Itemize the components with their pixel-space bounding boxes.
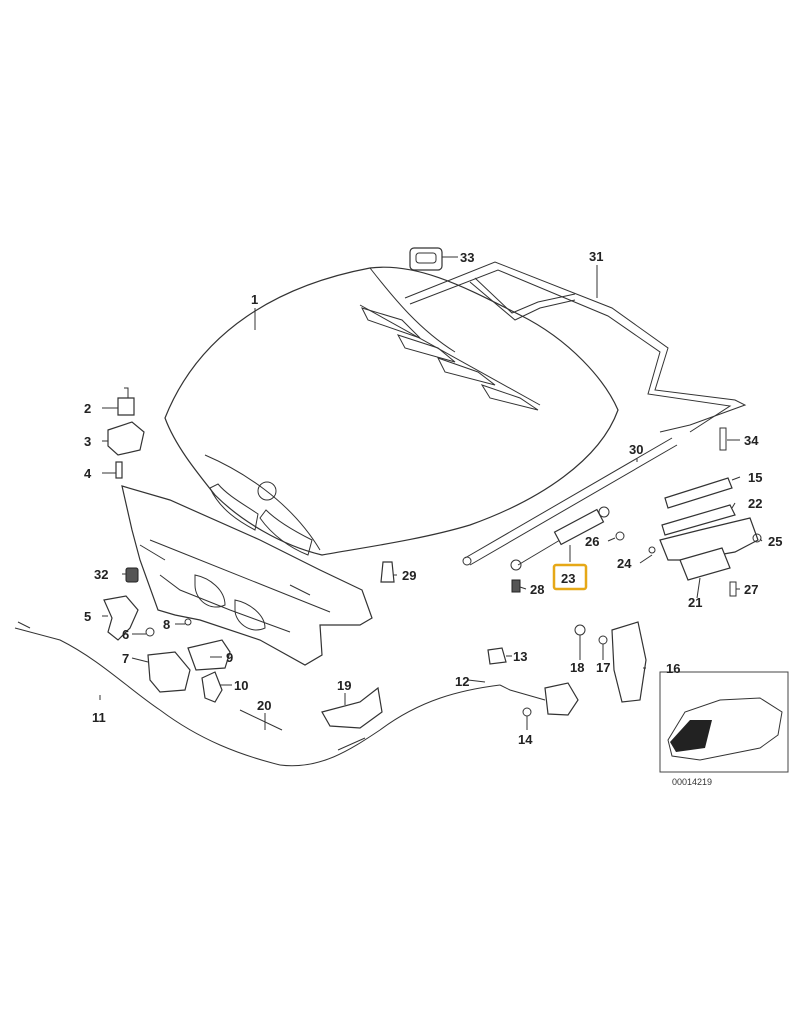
callout-29[interactable]: 29	[402, 568, 416, 583]
callout-19[interactable]: 19	[337, 678, 351, 693]
lock-mechanism	[103, 595, 231, 703]
callout-30[interactable]: 30	[629, 442, 643, 457]
callout-14[interactable]: 14	[518, 732, 533, 747]
callout-4[interactable]: 4	[84, 466, 92, 481]
callout-labels: 1 2 3 4 5 6 7 8 9 10 11 12 13 14 15 16 1…	[84, 249, 782, 787]
highlight-box-23	[552, 563, 588, 591]
callout-15[interactable]: 15	[748, 470, 762, 485]
callout-23[interactable]: 23	[561, 571, 575, 586]
callout-20[interactable]: 20	[257, 698, 271, 713]
callout-8[interactable]: 8	[163, 617, 170, 632]
callout-27[interactable]: 27	[744, 582, 758, 597]
callout-31[interactable]: 31	[589, 249, 603, 264]
callout-3[interactable]: 3	[84, 434, 91, 449]
leader-lines	[99, 256, 763, 730]
front-panel	[121, 485, 373, 666]
callout-5[interactable]: 5	[84, 609, 91, 624]
hood-seal	[404, 261, 747, 433]
callout-34[interactable]: 34	[744, 433, 759, 448]
small-fasteners	[125, 561, 395, 583]
rubber-buffer	[409, 247, 443, 271]
callout-10[interactable]: 10	[234, 678, 248, 693]
callout-11[interactable]: 11	[92, 710, 106, 725]
callout-7[interactable]: 7	[122, 651, 129, 666]
gas-strut	[510, 506, 610, 571]
callout-13[interactable]: 13	[513, 649, 527, 664]
hood-lock-parts	[107, 387, 145, 479]
location-inset	[659, 671, 789, 773]
callout-26[interactable]: 26	[585, 534, 599, 549]
callout-32[interactable]: 32	[94, 567, 108, 582]
callout-25[interactable]: 25	[768, 534, 782, 549]
callout-24[interactable]: 24	[617, 556, 632, 571]
callout-16[interactable]: 16	[666, 661, 680, 676]
callout-21[interactable]: 21	[688, 595, 702, 610]
right-parts	[487, 427, 762, 717]
bracket-parts	[574, 621, 647, 703]
callout-2[interactable]: 2	[84, 401, 91, 416]
callout-6[interactable]: 6	[122, 627, 129, 642]
callout-18[interactable]: 18	[570, 660, 584, 675]
callout-28[interactable]: 28	[530, 582, 544, 597]
callout-22[interactable]: 22	[748, 496, 762, 511]
callout-33[interactable]: 33	[460, 250, 474, 265]
hood	[164, 266, 619, 556]
reference-code: 00014219	[672, 777, 712, 787]
callout-12[interactable]: 12	[455, 674, 469, 689]
release-cables	[14, 621, 501, 767]
callout-9[interactable]: 9	[226, 650, 233, 665]
callout-1[interactable]: 1	[251, 292, 258, 307]
callout-17[interactable]: 17	[596, 660, 610, 675]
